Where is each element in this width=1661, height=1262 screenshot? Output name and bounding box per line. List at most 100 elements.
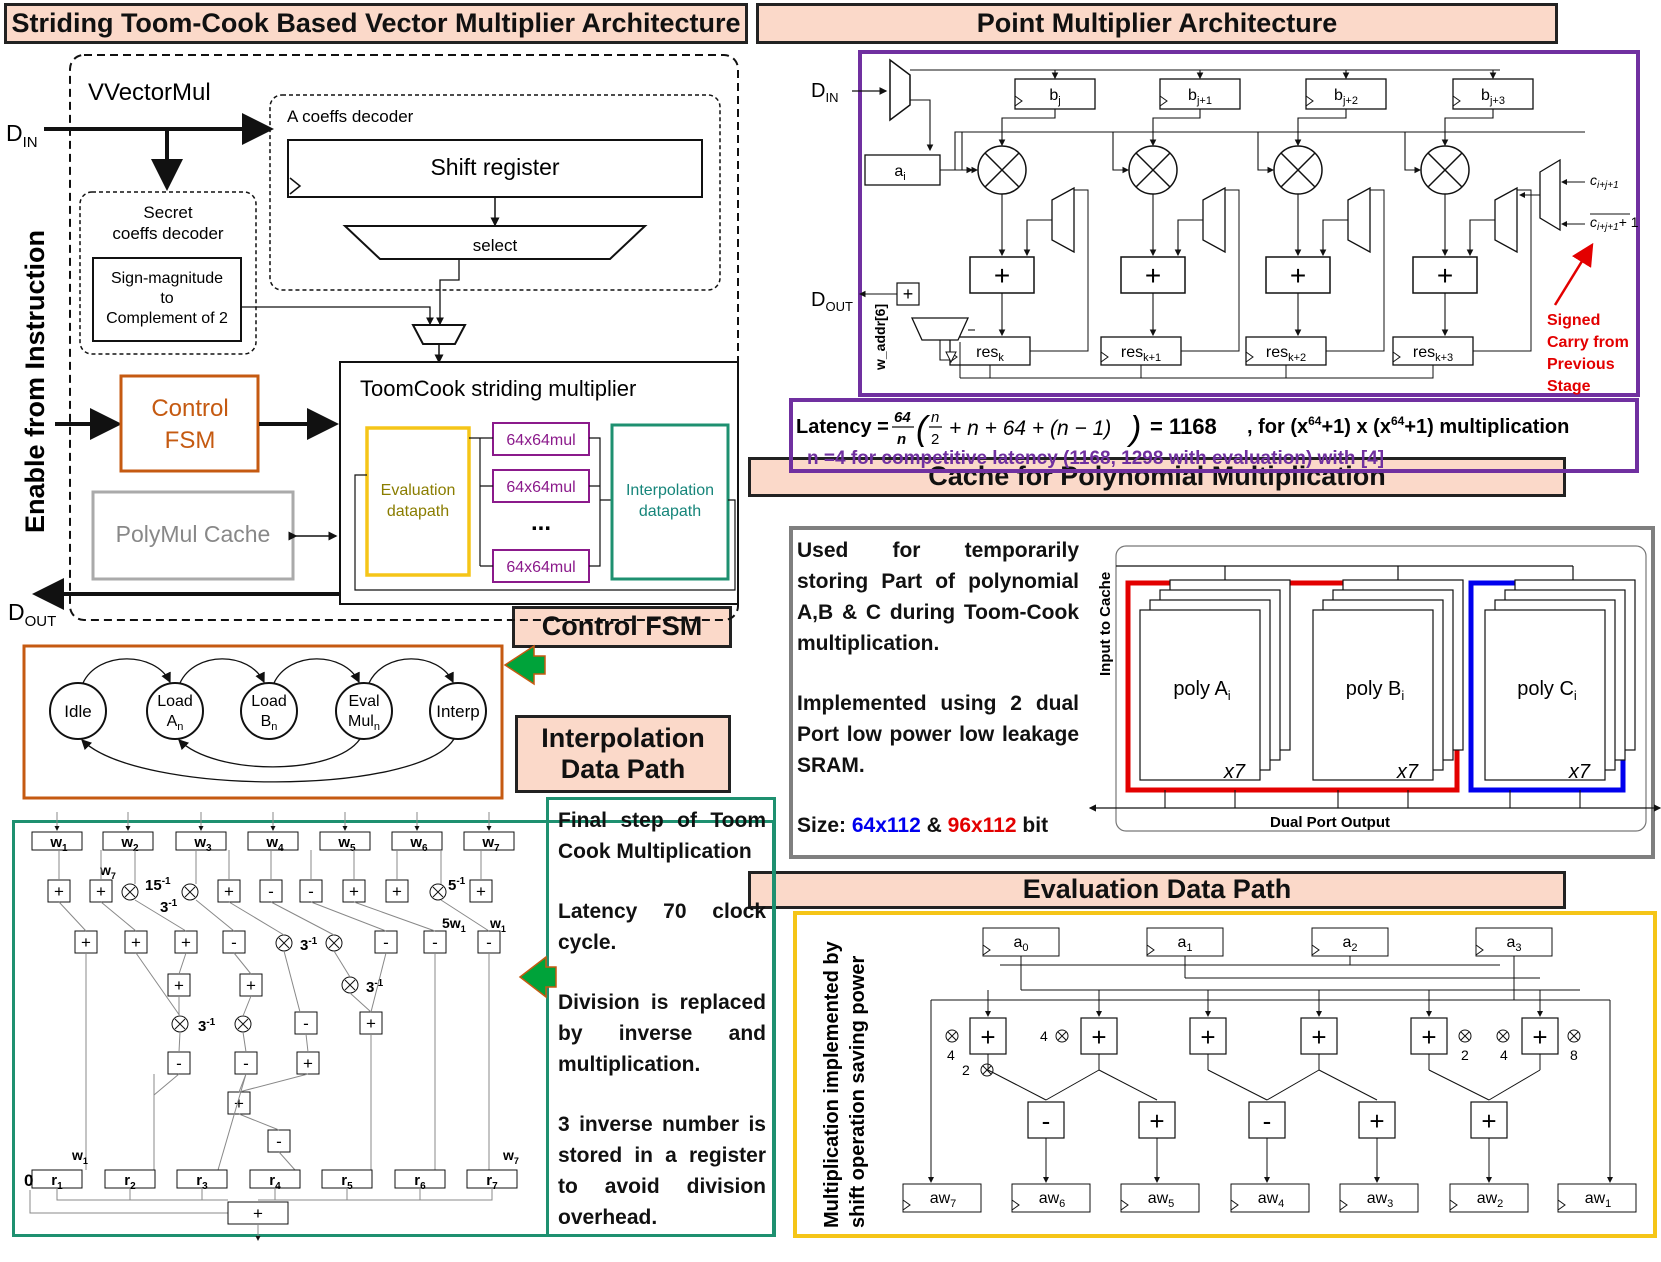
- control-fsm-frame: [22, 644, 504, 800]
- eval-input-label: a2: [1342, 934, 1357, 954]
- evaluation-frame: [793, 911, 1657, 1238]
- b-register-label: bj+1: [1188, 87, 1212, 107]
- r-register-label: r5: [341, 1172, 353, 1192]
- interp-desc-frame: [546, 797, 776, 1237]
- mul-unit: [492, 422, 590, 456]
- eval-output-label: aw7: [930, 1190, 957, 1210]
- fsm-state-sub: An: [167, 713, 184, 733]
- shift-const: 4: [947, 1047, 955, 1063]
- interp-const: 3-1: [300, 936, 318, 954]
- w-register-label: w7: [481, 834, 500, 854]
- cache-desc-2: Implemented using 2 dual Port low power …: [797, 692, 1079, 777]
- sign-magnitude-label-3: Complement of 2: [106, 310, 228, 327]
- interp-const: 3-1: [366, 978, 384, 996]
- b-register: [1159, 78, 1241, 110]
- eval-op: [1300, 1017, 1338, 1055]
- svg-text:+: +: [253, 1204, 263, 1223]
- cache-title: Cache for Polynomial Multiplication: [748, 457, 1566, 497]
- point-dout-label: DOUT: [811, 289, 853, 314]
- fsm-state-sub: Muln: [348, 713, 380, 733]
- latency-box: [789, 398, 1639, 473]
- eval-input-label: a0: [1013, 934, 1028, 954]
- svg-text:+: +: [349, 882, 359, 901]
- w-register-label: w3: [193, 834, 212, 854]
- r-register-label: r2: [124, 1172, 136, 1192]
- poly-label: poly Bi: [1346, 678, 1405, 703]
- svg-text:+ n + 64 + (n − 1): + n + 64 + (n − 1): [949, 417, 1111, 440]
- adder-icon: [1412, 256, 1478, 294]
- evaluation-diagram: Multiplication implemented by shift oper…: [821, 927, 1637, 1228]
- poly-count: x7: [1223, 761, 1246, 783]
- eval-output-label: aw1: [1585, 1190, 1612, 1210]
- w1-tap: w1: [71, 1147, 88, 1166]
- signed-carry-arrow: [1553, 242, 1594, 306]
- control-fsm-label-1: Control: [151, 395, 228, 422]
- cache-desc-1: Used for temporarily storing Part of pol…: [797, 539, 1079, 655]
- carry-input-2: ci+j+1+ 1: [1590, 214, 1639, 233]
- fsm-pointer-arrow: [503, 644, 546, 686]
- fsm-state-sub: Bn: [261, 713, 278, 733]
- svg-text:-: -: [303, 1014, 309, 1033]
- interp-const: 3-1: [198, 1017, 216, 1035]
- interpolation-label-2: datapath: [639, 503, 701, 520]
- toomcook-label: ToomCook striding multiplier: [360, 376, 636, 401]
- latency-result: = 1168: [1150, 414, 1217, 439]
- point-multiplier-title: Point Multiplier Architecture: [756, 3, 1558, 44]
- svg-text:+: +: [1437, 260, 1453, 291]
- svg-text:+: +: [181, 933, 191, 952]
- shift-const: 8: [1570, 1047, 1578, 1063]
- signed-carry-label-2: Carry from: [1547, 334, 1629, 351]
- vvectormul-boundary: [69, 54, 739, 621]
- signed-carry-label-1: Signed: [1547, 312, 1600, 329]
- eval-input-register: [1475, 927, 1553, 957]
- fsm-state-label: Eval: [348, 693, 379, 710]
- input-mux: [411, 324, 467, 345]
- eval-op: [1027, 1101, 1065, 1139]
- cache-inner-frame: [1115, 545, 1647, 832]
- sram-page: [1484, 609, 1606, 781]
- latency-note: n =4 for competitive latency (1168, 1298…: [807, 448, 1384, 469]
- shift-const: 2: [962, 1062, 970, 1078]
- sign-magnitude-box: [92, 257, 242, 342]
- signed-carry-label-3: Previous: [1547, 356, 1615, 373]
- w-register: [31, 831, 83, 851]
- mul-unit: [492, 469, 590, 503]
- svg-text:-: -: [432, 933, 438, 952]
- w-register-label: w2: [120, 834, 139, 854]
- svg-text:+: +: [1481, 1106, 1496, 1136]
- svg-text:+: +: [96, 882, 106, 901]
- control-fsm-title-text: Control FSM: [541, 611, 703, 642]
- poly-label: poly Ai: [1173, 678, 1230, 703]
- svg-text:-: -: [1042, 1106, 1051, 1136]
- interpolation-label-1: Interpolation: [626, 482, 714, 499]
- carry-mux: [1347, 186, 1371, 254]
- svg-text:+: +: [131, 933, 141, 952]
- eval-op: [1358, 1101, 1396, 1139]
- interpolation-description: Final step of Toom Cook Multiplication L…: [558, 805, 766, 1262]
- din-label: DIN: [6, 120, 38, 151]
- res-register-label: resk+2: [1266, 344, 1306, 364]
- w-register-label: w1: [49, 834, 68, 854]
- fsm-state-label: Interp: [436, 702, 479, 721]
- mul-unit: [492, 549, 590, 583]
- eval-input-label: a1: [1177, 934, 1192, 954]
- interp-desc-2: Latency 70 clock cycle.: [558, 900, 766, 954]
- eval-output-register: [1449, 1183, 1529, 1213]
- ai-register: [864, 154, 941, 186]
- svg-text:): ): [1126, 410, 1141, 448]
- secret-coeffs-decoder: [79, 191, 257, 355]
- point-multiplier-diagram: DIN ai bj+reskbj+1+resk+1bj+2+resk+2bj+3…: [811, 50, 1640, 397]
- svg-text:n: n: [931, 409, 939, 426]
- svg-text:64: 64: [894, 409, 911, 426]
- cache-description: Used for temporarily storing Part of pol…: [797, 535, 1079, 870]
- svg-text:+: +: [476, 882, 486, 901]
- svg-text:+: +: [224, 882, 234, 901]
- polymul-cache-label: PolyMul Cache: [116, 521, 271, 547]
- fsm-state: [335, 682, 393, 740]
- shift-const: 2: [1461, 1047, 1469, 1063]
- point-multiplier-frame: [858, 50, 1640, 397]
- w-register-label: w5: [337, 834, 356, 854]
